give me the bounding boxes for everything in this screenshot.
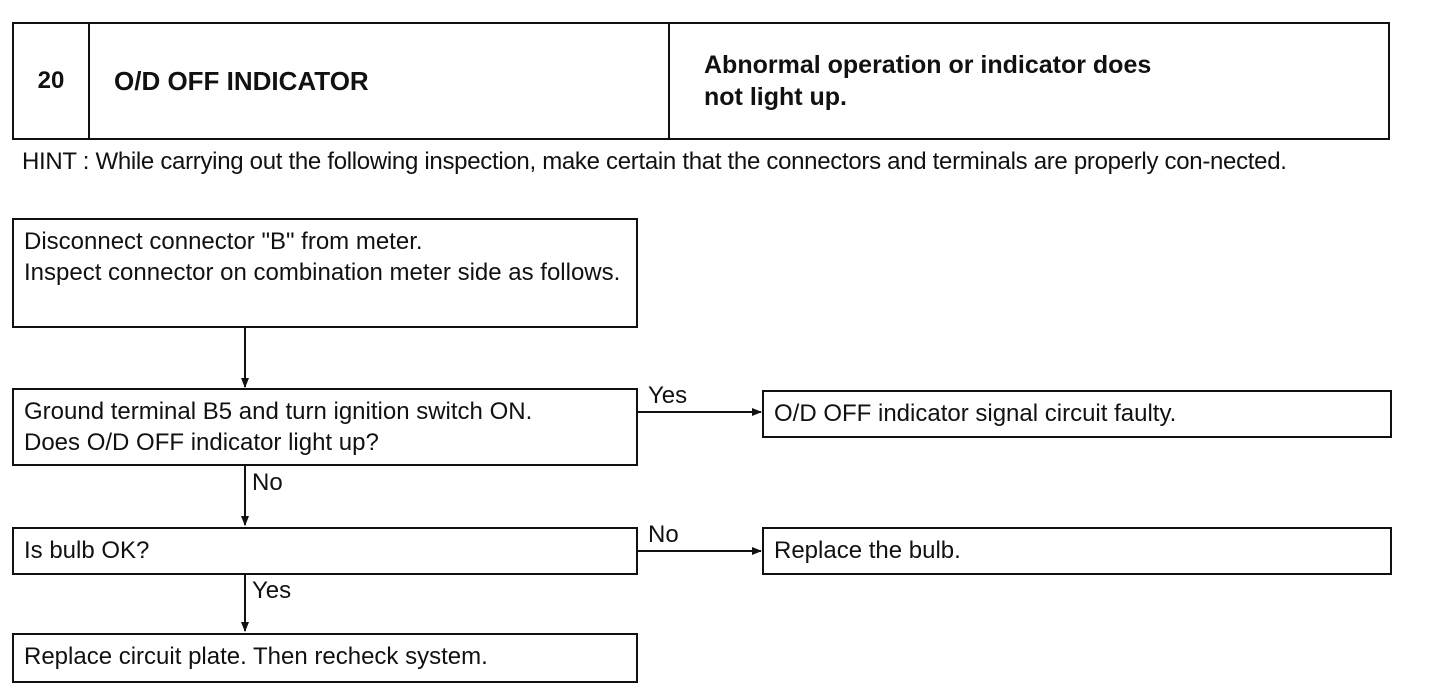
symptom-description: Abnormal operation or indicator does not… [704, 51, 1152, 111]
flow-step-bulb-check: Is bulb OK? [12, 527, 638, 575]
header-table: 20 O/D OFF INDICATOR Abnormal operation … [12, 22, 1390, 140]
hint-text: HINT : While carrying out the following … [22, 148, 1287, 175]
label-step3-yes: Yes [252, 577, 292, 604]
label-step2-yes: Yes [648, 382, 688, 409]
flow-step-ground-terminal: Ground terminal B5 and turn ignition swi… [12, 388, 638, 466]
label-step2-no: No [252, 469, 283, 496]
flow-step-replace-circuit-plate: Replace circuit plate. Then recheck syst… [12, 633, 638, 683]
result-signal-circuit-faulty: O/D OFF indicator signal circuit faulty. [762, 390, 1392, 438]
label-step3-no: No [648, 521, 679, 548]
section-number: 20 [14, 24, 90, 138]
result-replace-bulb: Replace the bulb. [762, 527, 1392, 575]
section-title: O/D OFF INDICATOR [90, 24, 670, 138]
flow-step-disconnect-connector: Disconnect connector "B" from meter. Ins… [12, 218, 638, 328]
